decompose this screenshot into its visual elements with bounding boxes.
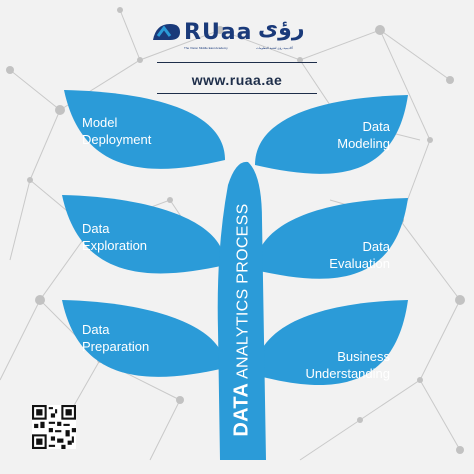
website-url[interactable]: www.ruaa.ae [191, 72, 283, 88]
process-title: DATA ANALYTICS PROCESS [231, 203, 254, 436]
ruaa-logo: RUaa رؤى The Vision Middle East Academy … [150, 14, 330, 54]
logo-text-ar: رؤى [258, 16, 305, 41]
divider-top [157, 62, 317, 63]
divider-bottom [157, 93, 317, 94]
step-business-understanding: Business Understanding [305, 349, 390, 381]
step-data-exploration: Data Exploration [82, 221, 148, 253]
step-data-preparation: Data Preparation [82, 322, 150, 354]
logo-tagline-ar: أكاديمية رؤى لتقنية المعلومات [256, 46, 293, 50]
logo-text-en: RUaa [184, 20, 253, 45]
leaf-data-exploration [62, 195, 225, 274]
process-title-rest: ANALYTICS PROCESS [234, 203, 252, 379]
leaf-data-preparation [62, 300, 225, 377]
leaf-model-deployment [64, 90, 225, 169]
leaf-data-evaluation [255, 198, 408, 279]
step-model-deployment: Model Deployment [82, 115, 152, 147]
leaf-business-understanding [255, 300, 408, 386]
step-data-evaluation: Data Evaluation [329, 239, 390, 271]
logo-mark-icon [153, 24, 180, 40]
tree-trunk [217, 161, 266, 460]
leaf-data-modeling [255, 95, 408, 174]
step-data-modeling: Data Modeling [337, 119, 390, 151]
qr-code-icon[interactable] [32, 405, 76, 449]
logo-tagline-en: The Vision Middle East Academy [184, 46, 228, 50]
process-title-bold: DATA [230, 382, 253, 437]
